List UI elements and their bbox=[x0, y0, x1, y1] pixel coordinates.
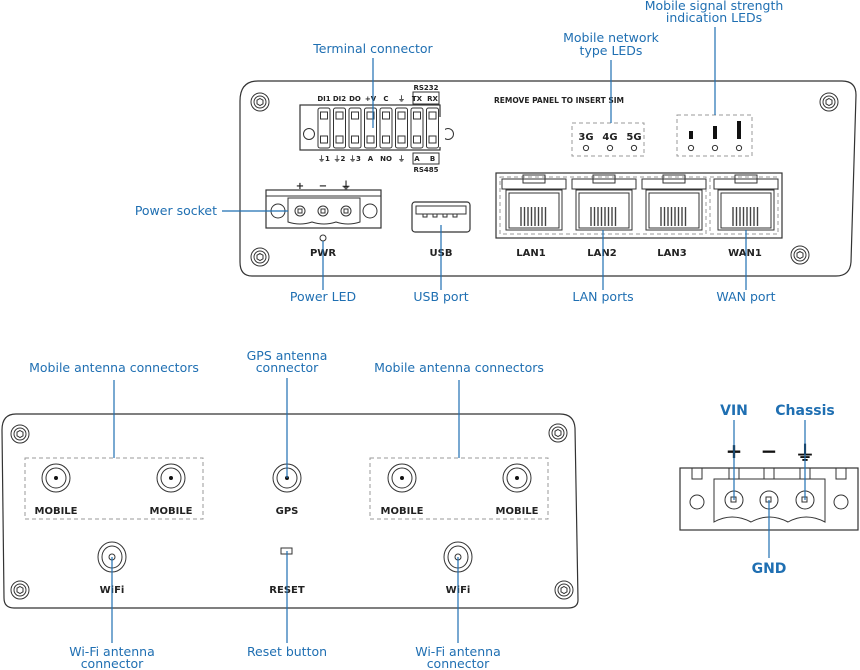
power-connector-detail: + − ⏚ VIN Chassis GND bbox=[679, 403, 859, 577]
screw-icon bbox=[250, 247, 270, 267]
callout-lan-ports: LAN ports bbox=[572, 289, 633, 304]
terminal-top-label: DO bbox=[349, 95, 361, 103]
terminal-pin[interactable] bbox=[379, 107, 393, 149]
power-socket[interactable]: + − ⏚ bbox=[265, 180, 382, 229]
signal-bar-3 bbox=[737, 121, 741, 139]
callout-wifi-left-line1: Wi-Fi antenna bbox=[69, 644, 154, 659]
gnd-label: GND bbox=[752, 561, 787, 577]
callout-wan-port: WAN port bbox=[716, 289, 775, 304]
led-3g bbox=[582, 144, 590, 152]
terminal-pin[interactable] bbox=[348, 107, 362, 149]
terminal-bottom-label: A bbox=[368, 155, 374, 163]
rs232-label: RS232 bbox=[413, 84, 438, 92]
signal-bar-1 bbox=[689, 131, 693, 139]
mobile3-label: MOBILE bbox=[381, 506, 424, 517]
callout-terminal-connector: Terminal connector bbox=[312, 41, 433, 56]
mobile-antenna-2[interactable] bbox=[156, 463, 186, 493]
power-plus-symbol: + bbox=[296, 181, 304, 192]
led-5g bbox=[630, 144, 638, 152]
terminal-top-label: DI1 bbox=[317, 95, 330, 103]
terminal-top-label: C bbox=[383, 95, 388, 103]
callout-gps-line2: connector bbox=[256, 360, 319, 375]
signal-led-1 bbox=[687, 144, 695, 152]
lan3-label: LAN3 bbox=[657, 248, 686, 259]
screw-icon bbox=[10, 580, 30, 600]
screw-icon bbox=[554, 580, 574, 600]
terminal-bottom-label: A bbox=[414, 155, 420, 163]
mobile4-label: MOBILE bbox=[496, 506, 539, 517]
terminal-pin[interactable] bbox=[395, 107, 408, 149]
led-4g-label: 4G bbox=[602, 132, 617, 143]
led-3g-label: 3G bbox=[578, 132, 593, 143]
power-minus-symbol: − bbox=[319, 181, 327, 192]
terminal-bottom-label: NO bbox=[380, 155, 392, 163]
screw-icon bbox=[10, 424, 30, 444]
mobile1-label: MOBILE bbox=[35, 506, 78, 517]
gnd-minus-symbol: − bbox=[761, 439, 778, 463]
screw-icon bbox=[790, 245, 810, 265]
screw-icon bbox=[819, 92, 839, 112]
callout-gps-line1: GPS antenna bbox=[247, 348, 328, 363]
lan2-label: LAN2 bbox=[587, 248, 616, 259]
terminal-bottom-label: ⏚2 bbox=[334, 155, 346, 163]
gps-label: GPS bbox=[276, 506, 299, 517]
callout-mobile-antenna-left: Mobile antenna connectors bbox=[29, 360, 199, 375]
callout-wifi-right-line1: Wi-Fi antenna bbox=[415, 644, 500, 659]
terminal-top-label: TX bbox=[412, 95, 423, 103]
network-type-leds: 3G 4G 5G bbox=[571, 122, 645, 157]
callout-usb-port: USB port bbox=[413, 289, 468, 304]
callout-power-socket: Power socket bbox=[135, 203, 217, 218]
ethernet-block bbox=[495, 172, 783, 239]
terminal-top-label: RX bbox=[427, 95, 438, 103]
mobile-antenna-1[interactable] bbox=[41, 463, 71, 493]
vin-label: VIN bbox=[720, 403, 748, 419]
mobile-antenna-4[interactable] bbox=[502, 463, 532, 493]
chassis-label: Chassis bbox=[775, 403, 835, 419]
wan1-label: WAN1 bbox=[728, 248, 762, 259]
terminal-pin[interactable] bbox=[317, 107, 331, 149]
lan1-port[interactable] bbox=[501, 174, 567, 231]
terminal-bottom-label: ⏚3 bbox=[349, 155, 361, 163]
signal-bar-2 bbox=[713, 126, 717, 139]
screw-icon bbox=[250, 92, 270, 112]
wan1-port[interactable] bbox=[713, 174, 779, 231]
terminal-top-label: ⏚ bbox=[398, 95, 405, 103]
bottom-panel: MOBILE MOBILE GPS MOBILE MOBILE WiFi RES… bbox=[1, 348, 579, 670]
led-5g-label: 5G bbox=[626, 132, 641, 143]
led-4g bbox=[606, 144, 614, 152]
mobile2-label: MOBILE bbox=[150, 506, 193, 517]
terminal-bottom-label: B bbox=[430, 155, 435, 163]
mobile-antenna-3[interactable] bbox=[387, 463, 417, 493]
lan1-label: LAN1 bbox=[516, 248, 545, 259]
terminal-pin[interactable] bbox=[426, 107, 439, 149]
callout-mobile-antenna-right: Mobile antenna connectors bbox=[374, 360, 544, 375]
callout-wifi-left-line2: connector bbox=[81, 656, 144, 670]
callout-network-leds-line1: Mobile network bbox=[563, 30, 660, 45]
power-ground-symbol: ⏚ bbox=[341, 180, 351, 192]
sim-notice: REMOVE PANEL TO INSERT SIM bbox=[494, 96, 624, 105]
lan2-port[interactable] bbox=[571, 174, 637, 231]
bottom-panel-body bbox=[1, 413, 579, 609]
terminal-top-label: +V bbox=[365, 95, 377, 103]
terminal-pin[interactable] bbox=[364, 107, 377, 149]
callout-power-led: Power LED bbox=[290, 289, 356, 304]
terminal-top-label: DI2 bbox=[333, 95, 346, 103]
callout-signal-leds-line1: Mobile signal strength bbox=[645, 0, 784, 13]
rs485-label: RS485 bbox=[413, 166, 438, 174]
callout-reset-button: Reset button bbox=[247, 644, 327, 659]
callout-signal-leds-line2: indication LEDs bbox=[666, 10, 762, 25]
callout-wifi-right-line2: connector bbox=[427, 656, 490, 670]
screw-icon bbox=[548, 423, 568, 443]
terminal-pin[interactable] bbox=[333, 107, 346, 149]
signal-led-2 bbox=[711, 144, 719, 152]
terminal-pin[interactable] bbox=[410, 107, 424, 149]
signal-led-3 bbox=[735, 144, 743, 152]
lan3-port[interactable] bbox=[641, 174, 707, 231]
terminal-bottom-label: ⏚ bbox=[398, 155, 405, 163]
callout-network-leds-line2: type LEDs bbox=[580, 43, 643, 58]
terminal-bottom-label: ⏚1 bbox=[318, 155, 330, 163]
